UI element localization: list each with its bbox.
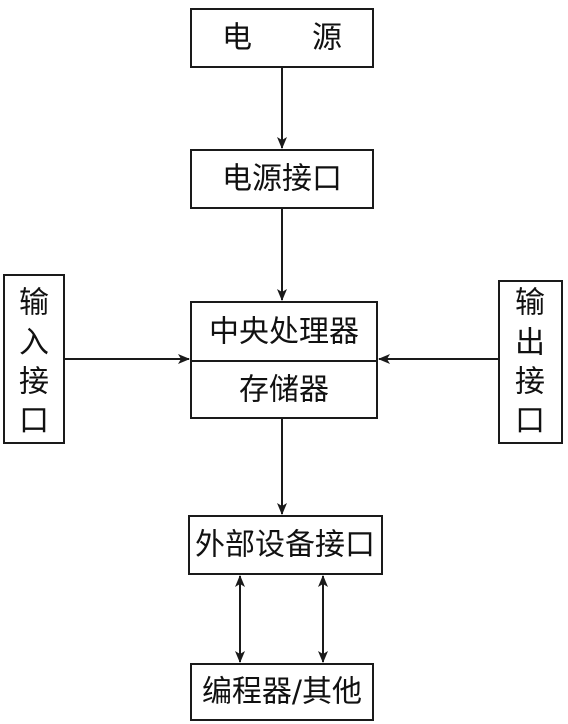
output-interface-char-4: 口 <box>515 404 545 439</box>
output-interface-box <box>498 280 563 444</box>
input-interface-char-3: 接 <box>19 365 49 400</box>
power-label: 电 源 <box>222 21 342 56</box>
power-interface-box <box>190 149 374 209</box>
input-interface-box <box>3 274 65 444</box>
input-interface-char-2: 入 <box>19 326 49 361</box>
power-interface-node: 电源接口 <box>190 149 374 209</box>
input-interface-node: 输 入 接 口 <box>3 274 65 444</box>
cpu-memory-node: 中央处理器 存储器 <box>190 301 378 419</box>
power-interface-label: 电源接口 <box>222 162 342 197</box>
power-node: 电 源 <box>190 8 374 68</box>
output-interface-char-1: 输 <box>515 286 545 321</box>
peripheral-interface-box <box>188 515 383 575</box>
output-interface-node: 输 出 接 口 <box>498 280 563 444</box>
programmer-other-label: 编程器/其他 <box>202 675 362 710</box>
output-interface-char-3: 接 <box>515 365 545 400</box>
power-box <box>190 8 374 68</box>
peripheral-interface-label: 外部设备接口 <box>195 528 375 563</box>
output-interface-char-2: 出 <box>515 326 545 361</box>
memory-label: 存储器 <box>239 373 329 408</box>
input-interface-char-4: 口 <box>19 404 49 439</box>
programmer-other-node: 编程器/其他 <box>190 663 374 721</box>
peripheral-interface-node: 外部设备接口 <box>188 515 383 575</box>
input-interface-char-1: 输 <box>19 286 49 321</box>
cpu-label: 中央处理器 <box>209 315 359 350</box>
programmer-other-box <box>190 663 374 721</box>
